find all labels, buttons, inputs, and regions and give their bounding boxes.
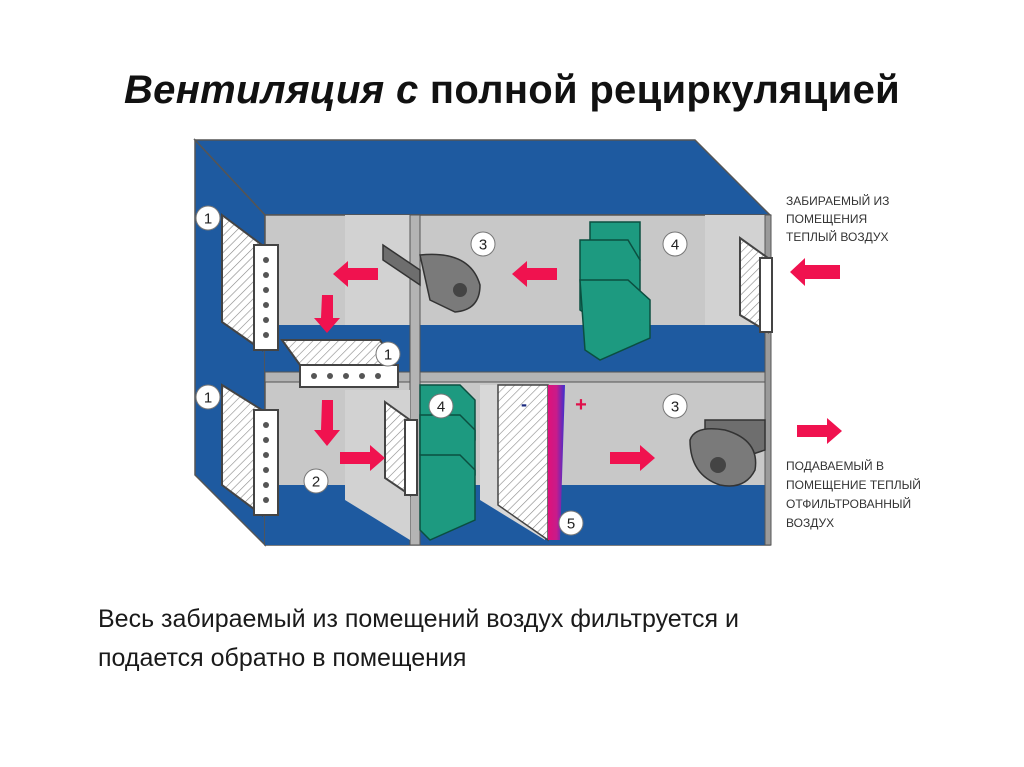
fan-bottom — [689, 419, 766, 487]
side-labels: ЗАБИРАЕМЫЙ ИЗ ПОМЕЩЕНИЯ ТЕПЛЫЙ ВОЗДУХ ПО… — [786, 193, 921, 530]
arrow-down-1 — [314, 295, 340, 333]
airflow-arrows — [314, 258, 842, 471]
filter-top-left — [221, 213, 279, 352]
housing-top — [193, 139, 772, 216]
filter-bottom-left — [221, 383, 279, 517]
cooler-heater — [497, 384, 565, 542]
caption-line-2: подается обратно в помещения — [98, 644, 467, 672]
marker-filter-middle: 1 — [384, 347, 392, 364]
right-frame — [764, 214, 772, 546]
label-intake-line2: ПОМЕЩЕНИЯ — [786, 212, 867, 226]
label-supply-line4: ВОЗДУХ — [786, 516, 834, 530]
heat-exchanger-top — [579, 221, 651, 361]
damper-right-upper — [739, 236, 773, 334]
label-supply-line1: ПОДАВАЕМЫЙ В — [786, 458, 884, 473]
slide-title: Вентиляция с полной рециркуляцией — [0, 68, 1024, 113]
marker-fan-top: 3 — [479, 237, 487, 254]
title-bold-part: полной рециркуляцией — [429, 68, 901, 112]
label-supply-line2: ПОМЕЩЕНИЕ ТЕПЛЫЙ — [786, 477, 921, 492]
marker-filter-top: 1 — [204, 211, 212, 228]
marker-exchanger-top: 4 — [671, 237, 679, 254]
partition-upper-left — [345, 215, 415, 325]
arrow-upper-mid — [512, 261, 557, 287]
damper-lower-left — [384, 400, 418, 497]
marker-minus: - — [521, 394, 527, 414]
label-intake-line1: ЗАБИРАЕМЫЙ ИЗ — [786, 193, 889, 208]
filter-middle — [280, 339, 399, 388]
caption: Весь забираемый из помещений воздух филь… — [98, 600, 938, 678]
caption-line-1: Весь забираемый из помещений воздух филь… — [98, 605, 740, 633]
label-supply-line3: ОТФИЛЬТРОВАННЫЙ — [786, 496, 911, 511]
arrow-lower-left — [340, 445, 385, 471]
arrow-intake — [790, 258, 840, 286]
label-intake-line3: ТЕПЛЫЙ ВОЗДУХ — [786, 229, 889, 244]
marker-fan-bottom: 3 — [671, 399, 679, 416]
marker-exchanger-bottom: 4 — [437, 399, 445, 416]
marker-heater: 5 — [567, 516, 575, 533]
central-partition — [409, 214, 421, 546]
heater-coil — [548, 385, 565, 540]
ventilation-diagram-svg: 1 1 1 2 3 4 4 3 5 - + ЗАБИРАЕМЫЙ ИЗ ПОМЕ… — [193, 138, 921, 547]
arrow-lower-mid — [610, 445, 655, 471]
arrow-supply — [797, 418, 842, 444]
marker-mixing: 2 — [312, 474, 320, 491]
title-italic-part: Вентиляция с — [123, 68, 419, 112]
heat-exchanger-bottom — [419, 384, 476, 541]
housing — [193, 138, 772, 547]
marker-filter-bottom: 1 — [204, 390, 212, 407]
arrow-down-2 — [314, 400, 340, 446]
markers: 1 1 1 2 3 4 4 3 5 - + — [195, 205, 688, 536]
fan-top — [382, 243, 481, 313]
arrow-upper-left — [333, 261, 378, 287]
marker-plus: + — [575, 394, 587, 416]
ventilation-diagram: 1 1 1 2 3 4 4 3 5 - + ЗАБИРАЕМЫЙ ИЗ ПОМЕ… — [180, 130, 940, 560]
